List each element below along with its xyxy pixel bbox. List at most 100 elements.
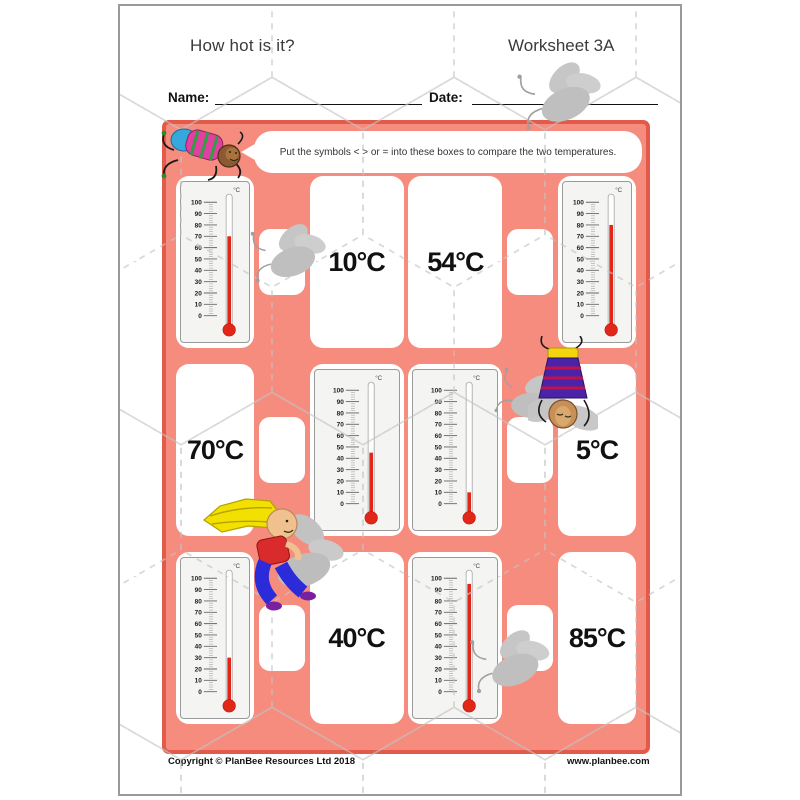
svg-text:50: 50 — [195, 632, 203, 639]
svg-text:80: 80 — [577, 222, 585, 229]
svg-text:°C: °C — [233, 188, 240, 194]
svg-text:80: 80 — [195, 222, 203, 229]
name-label: Name: — [168, 90, 210, 105]
svg-text:70: 70 — [435, 422, 443, 429]
temperature-value: 54°C — [427, 246, 484, 277]
temperature-label: 85°C — [557, 552, 636, 724]
svg-text:20: 20 — [577, 290, 585, 297]
svg-text:100: 100 — [191, 200, 202, 207]
comparison-row: 70°C °C 0 10 20 30 40 50 60 70 80 90 100 °C 0 10 20 3… — [176, 364, 636, 536]
temperature-label: 54°C — [408, 176, 503, 348]
svg-text:20: 20 — [435, 666, 443, 673]
comparison-row: °C 0 10 20 30 40 50 60 70 80 90 100 10°C 54°C °C 0 10… — [176, 176, 636, 348]
name-blank-line[interactable] — [215, 90, 422, 105]
svg-text:30: 30 — [336, 467, 344, 474]
svg-text:10: 10 — [336, 490, 344, 497]
temperature-label: 40°C — [309, 552, 404, 724]
svg-text:60: 60 — [195, 621, 203, 628]
svg-text:30: 30 — [577, 279, 585, 286]
svg-text:30: 30 — [435, 655, 443, 662]
svg-text:30: 30 — [435, 467, 443, 474]
temperature-value: 70°C — [186, 434, 244, 465]
svg-text:50: 50 — [435, 444, 443, 451]
svg-text:100: 100 — [573, 200, 584, 207]
svg-text:40: 40 — [336, 456, 344, 463]
svg-text:10: 10 — [195, 302, 203, 309]
svg-text:80: 80 — [435, 598, 443, 605]
date-label: Date: — [429, 90, 463, 105]
temperature-label: 5°C — [557, 364, 636, 536]
svg-text:60: 60 — [435, 433, 443, 440]
temperature-label: 10°C — [309, 176, 404, 348]
svg-text:40: 40 — [435, 644, 443, 651]
svg-text:50: 50 — [336, 444, 344, 451]
svg-text:70: 70 — [195, 234, 203, 241]
svg-text:0: 0 — [198, 689, 202, 696]
svg-text:60: 60 — [195, 245, 203, 252]
svg-text:°C: °C — [233, 564, 240, 570]
svg-text:20: 20 — [435, 478, 443, 485]
svg-text:°C: °C — [375, 376, 382, 382]
comparison-panel: Put the symbols < > or = into these boxe… — [161, 120, 650, 754]
svg-text:90: 90 — [577, 211, 585, 218]
svg-text:80: 80 — [435, 410, 443, 417]
answer-box[interactable] — [507, 605, 554, 671]
copyright-text: Copyright © PlanBee Resources Ltd 2018 — [168, 756, 356, 767]
svg-text:0: 0 — [439, 501, 443, 508]
svg-text:20: 20 — [195, 290, 203, 297]
svg-text:0: 0 — [198, 313, 202, 320]
svg-text:80: 80 — [195, 598, 203, 605]
answer-box[interactable] — [258, 605, 305, 671]
svg-text:20: 20 — [336, 478, 344, 485]
svg-text:70: 70 — [435, 610, 443, 617]
svg-text:70: 70 — [195, 610, 203, 617]
svg-text:100: 100 — [431, 576, 442, 583]
svg-text:°C: °C — [615, 188, 622, 194]
svg-text:100: 100 — [191, 576, 202, 583]
svg-text:90: 90 — [195, 211, 203, 218]
temperature-value: 10°C — [328, 246, 385, 277]
svg-text:100: 100 — [431, 388, 442, 395]
svg-text:10: 10 — [577, 302, 585, 309]
thermometer: °C 0 10 20 30 40 50 60 70 80 90 100 — [408, 364, 503, 536]
worksheet-number: Worksheet 3A — [508, 36, 615, 55]
temperature-value: 85°C — [568, 622, 626, 653]
svg-text:10: 10 — [195, 678, 203, 685]
date-blank-line[interactable] — [472, 90, 658, 105]
svg-text:10: 10 — [435, 490, 443, 497]
svg-text:°C: °C — [474, 564, 481, 570]
instruction-bubble: Put the symbols < > or = into these boxe… — [241, 131, 642, 173]
answer-box[interactable] — [507, 417, 554, 483]
svg-text:30: 30 — [195, 655, 203, 662]
svg-text:50: 50 — [577, 256, 585, 263]
answer-box[interactable] — [507, 229, 554, 295]
svg-text:60: 60 — [435, 621, 443, 628]
svg-text:30: 30 — [195, 279, 203, 286]
svg-text:40: 40 — [435, 456, 443, 463]
answer-box[interactable] — [258, 229, 305, 295]
svg-text:100: 100 — [333, 388, 344, 395]
svg-text:10: 10 — [435, 678, 443, 685]
svg-text:20: 20 — [195, 666, 203, 673]
svg-text:0: 0 — [340, 501, 344, 508]
svg-text:°C: °C — [474, 376, 481, 382]
svg-text:0: 0 — [580, 313, 584, 320]
svg-text:60: 60 — [336, 433, 344, 440]
answer-box[interactable] — [258, 417, 305, 483]
svg-text:90: 90 — [435, 399, 443, 406]
svg-text:50: 50 — [435, 632, 443, 639]
bee-character-icon — [161, 128, 244, 181]
temperature-value: 5°C — [575, 434, 619, 465]
svg-text:0: 0 — [439, 689, 443, 696]
temperature-value: 40°C — [328, 622, 385, 653]
svg-text:80: 80 — [336, 410, 344, 417]
svg-text:40: 40 — [577, 268, 585, 275]
svg-text:50: 50 — [195, 256, 203, 263]
